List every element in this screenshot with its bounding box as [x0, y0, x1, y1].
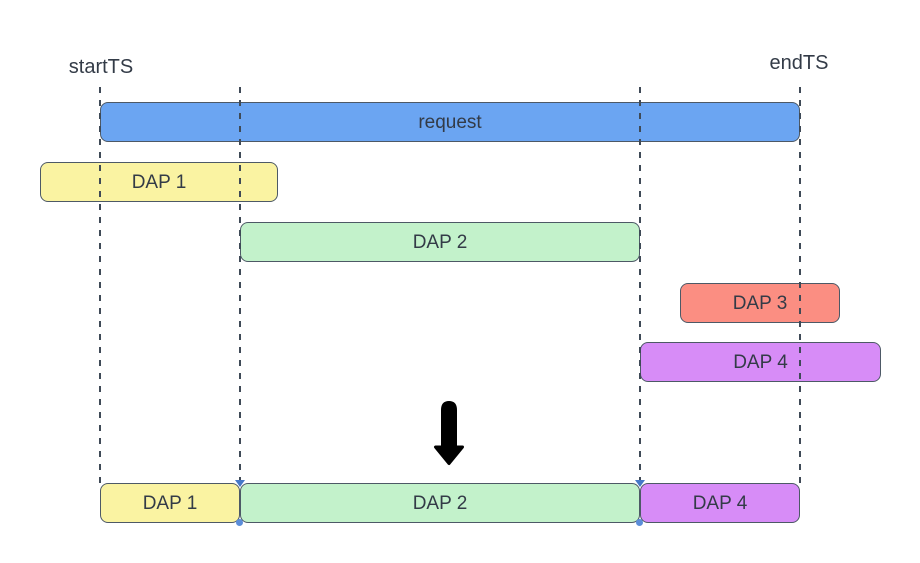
time-guide-2 [239, 87, 241, 483]
dap4-bar-label: DAP 4 [733, 351, 788, 373]
dap4-bar: DAP 4 [640, 342, 881, 382]
endts-label: endTS [769, 52, 829, 74]
result-dap4-bar: DAP 4 [640, 483, 800, 523]
time-guide-endts [799, 87, 801, 483]
connector-marker-top-2 [635, 480, 645, 487]
dap1-bar: DAP 1 [40, 162, 278, 202]
result-dap4-label: DAP 4 [692, 492, 748, 514]
dap2-bar-label: DAP 2 [412, 231, 468, 253]
result-dap2-label: DAP 2 [412, 492, 468, 514]
time-guide-startts [99, 87, 101, 483]
connector-marker-bottom-2 [636, 519, 643, 526]
down-arrow-icon [432, 399, 466, 469]
time-guide-3 [639, 87, 641, 483]
result-dap2-bar: DAP 2 [240, 483, 640, 523]
dap1-bar-label: DAP 1 [131, 171, 187, 193]
connector-marker-bottom-1 [236, 519, 243, 526]
request-bar-label: request [418, 111, 482, 133]
request-bar: request [100, 102, 800, 142]
result-dap1-bar: DAP 1 [100, 483, 240, 523]
dap2-bar: DAP 2 [240, 222, 640, 262]
dap3-bar: DAP 3 [680, 283, 840, 323]
connector-marker-top-1 [235, 480, 245, 487]
dap3-bar-label: DAP 3 [732, 292, 788, 314]
result-dap1-label: DAP 1 [142, 492, 198, 514]
startts-label: startTS [68, 56, 134, 78]
